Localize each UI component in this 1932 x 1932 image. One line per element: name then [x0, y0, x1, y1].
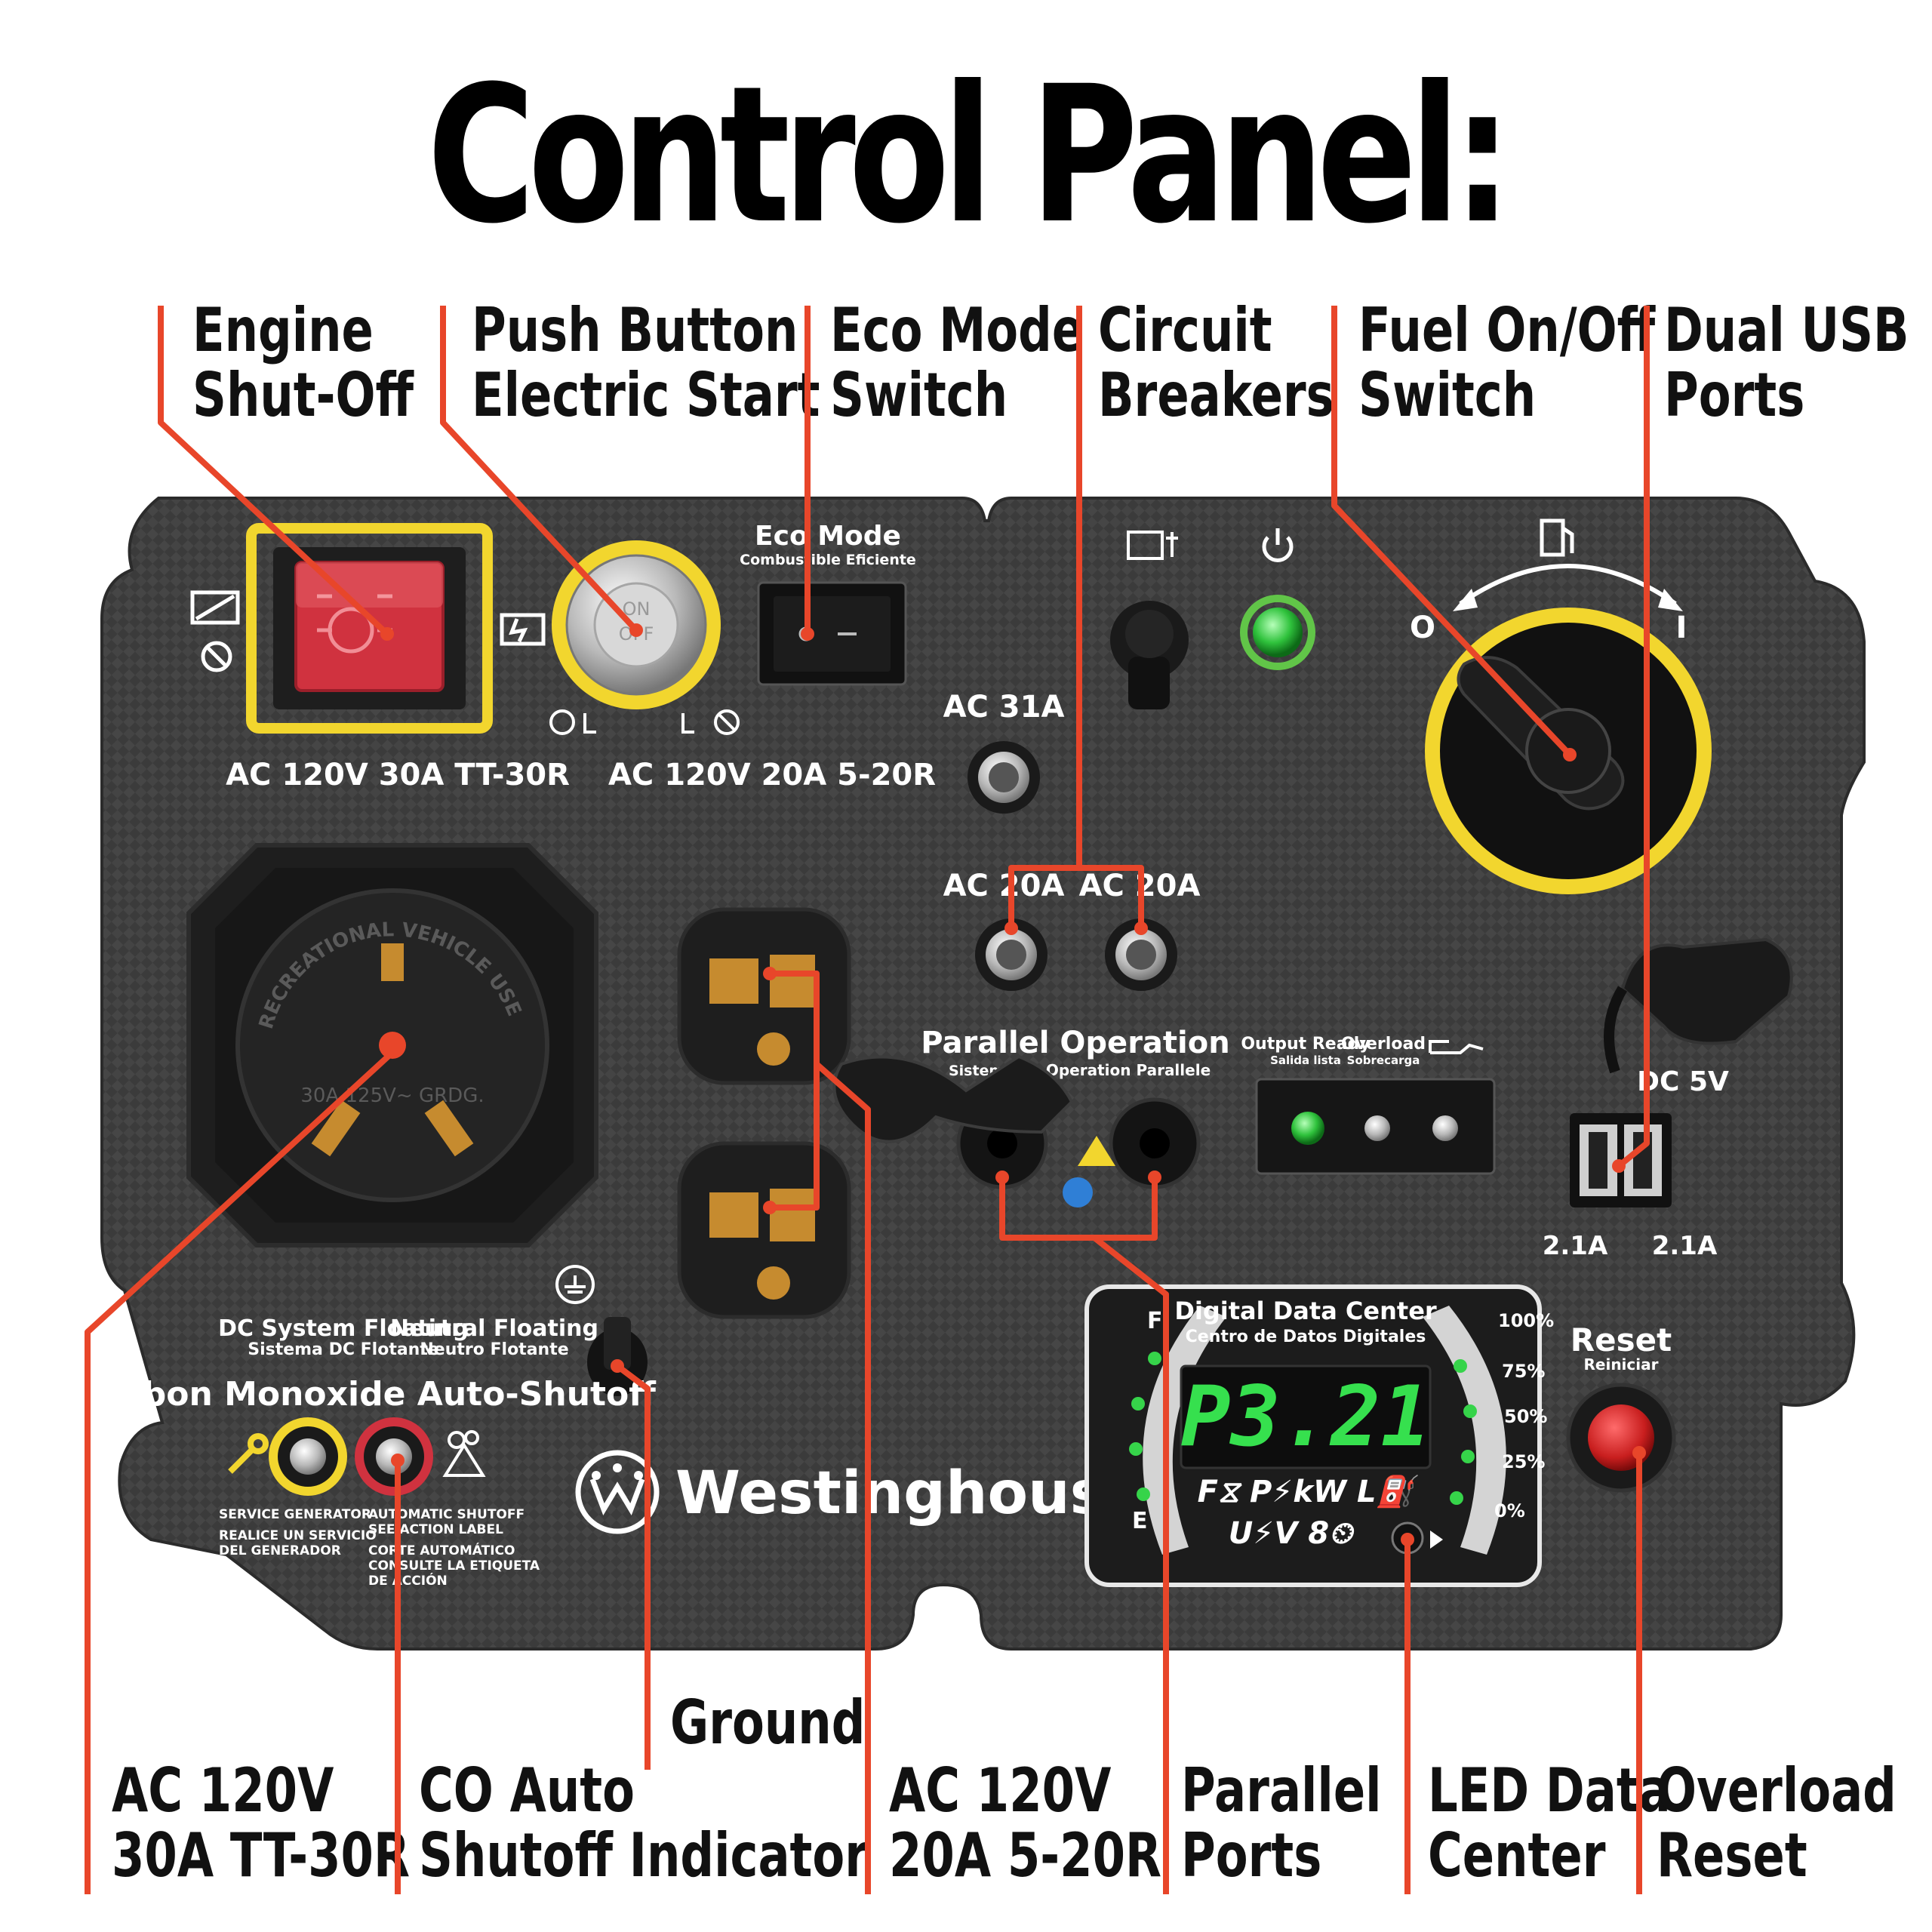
arrow-left [1453, 589, 1478, 611]
service-es-2: DEL GENERADOR [219, 1543, 341, 1558]
co-title: Carbon Monoxide Auto-Shutoff [79, 1375, 657, 1414]
breaker-20a-right[interactable] [1105, 918, 1177, 991]
fuel-on-label: I [1676, 611, 1687, 645]
reset-es-label: Reiniciar [1584, 1355, 1659, 1374]
page-title: Control Panel: [426, 45, 1512, 265]
breaker-31a[interactable] [968, 741, 1040, 814]
fuel-full-label: F [1147, 1308, 1163, 1334]
fuel-gauge-leds [1129, 1352, 1161, 1501]
lcd-readout-frame [1180, 1364, 1432, 1469]
power-indicator [1240, 595, 1315, 670]
overload-es-label: Sobrecarga [1347, 1054, 1420, 1067]
ground-icon [555, 1265, 595, 1304]
eco-mode-switch[interactable] [757, 581, 907, 686]
output-ready-led [1291, 1112, 1324, 1145]
dc-floating-label: DC System Floating [218, 1315, 469, 1342]
pct-100: 100% [1498, 1310, 1554, 1331]
overload-led [1364, 1115, 1390, 1141]
service-generator-label: SERVICE GENERATOR [219, 1507, 371, 1522]
power-icon [1262, 528, 1294, 562]
pct-25: 25% [1502, 1451, 1545, 1472]
co-warning-icon [442, 1430, 486, 1477]
overload-reset-button[interactable] [1566, 1383, 1676, 1493]
battery-icon [500, 613, 546, 646]
rv-rating-text: 30A 125V~ GRDG. [300, 1084, 484, 1107]
outlet-20a-top[interactable] [677, 907, 851, 1085]
load-gauge-arc [1423, 1306, 1506, 1555]
low-oil-led [1432, 1115, 1458, 1141]
status-led-panel [1255, 1078, 1496, 1175]
arrow-right [1658, 589, 1683, 611]
output-ready-es-label: Salida lista [1270, 1054, 1341, 1067]
callout-leader-lines [85, 306, 1650, 1894]
parallel-port-right[interactable] [1109, 1097, 1201, 1189]
battery-engine-icons [190, 590, 240, 672]
auto-shutoff-label-1: AUTOMATIC SHUTOFF [368, 1507, 525, 1522]
display-mode-row1: F⧖ P⚡kW L⛽ [1198, 1474, 1420, 1509]
oil-can-icon [1429, 1040, 1484, 1054]
dc-floating-es-label: Sistema DC Flotante [248, 1340, 439, 1359]
callout-dots [380, 623, 1646, 1546]
breaker-31a-label: AC 31A [943, 690, 1065, 724]
display-title: Digital Data Center [1174, 1297, 1437, 1325]
service-generator-indicator [269, 1417, 347, 1496]
auto-shutoff-label-2: SEE ACTION LABEL [368, 1522, 503, 1537]
breaker-20a-left[interactable] [975, 918, 1048, 991]
eco-mode-label: Eco Mode [755, 521, 901, 552]
parallel-operation-label: Parallel Operation [921, 1026, 1229, 1060]
outlet-20a-bottom[interactable] [677, 1141, 851, 1319]
pct-0: 0% [1494, 1500, 1525, 1521]
load-gauge-leds [1450, 1359, 1477, 1505]
fuel-off-label: O [1410, 611, 1435, 645]
engine-shutoff-switch[interactable] [246, 523, 493, 734]
breaker-20a-left-label: AC 20A [943, 869, 1065, 903]
start-mode-icons [549, 709, 740, 735]
warning-icon [1063, 1136, 1115, 1208]
service-es-1: REALICE UN SERVICIO [219, 1528, 377, 1543]
reset-label: Reset [1571, 1321, 1672, 1358]
lcd-readout: P3.21 [1180, 1368, 1430, 1465]
callout-ground: Ground [670, 1687, 866, 1758]
pct-75: 75% [1502, 1361, 1545, 1382]
usb-left-rating: 2.1A [1543, 1231, 1608, 1261]
auto-shutoff-es-1: CORTE AUTOMÁTICO [368, 1542, 515, 1558]
auto-shutoff-es-2: CONSULTE LA ETIQUETA [368, 1558, 540, 1574]
usb-right-rating: 2.1A [1652, 1231, 1718, 1261]
westinghouse-logo-icon [575, 1450, 660, 1534]
parallel-es-right: Operation Parallele [1046, 1061, 1211, 1079]
wrench-icon [228, 1433, 269, 1474]
overload-label: Overload [1341, 1035, 1426, 1054]
display-mode-row2: U⚡V 8⏲ [1229, 1516, 1355, 1551]
dc-outlet-icon [1127, 531, 1178, 560]
neutral-floating-label: Neutral Floating [390, 1315, 598, 1342]
auto-shutoff-es-3: DE ACCIÓN [368, 1572, 448, 1589]
eco-mode-spanish-label: Combustible Eficiente [740, 552, 916, 568]
fuel-pump-icon [1540, 518, 1574, 557]
output-ready-label: Output Ready [1241, 1035, 1370, 1054]
brand-name: Westinghouse [675, 1460, 1145, 1527]
fuel-empty-label: E [1132, 1508, 1148, 1534]
label-30a-outlet: AC 120V 30A TT-30R [226, 758, 570, 792]
label-20a-outlet: AC 120V 20A 5-20R [608, 758, 936, 792]
pct-50: 50% [1504, 1406, 1547, 1427]
display-title-es: Centro de Datos Digitales [1186, 1327, 1426, 1346]
parallel-port-cap [832, 1054, 1074, 1143]
neutral-floating-es-label: Neutro Flotante [420, 1340, 568, 1359]
dc-outlet[interactable] [1110, 601, 1189, 709]
dc-5v-label: DC 5V [1637, 1066, 1729, 1097]
